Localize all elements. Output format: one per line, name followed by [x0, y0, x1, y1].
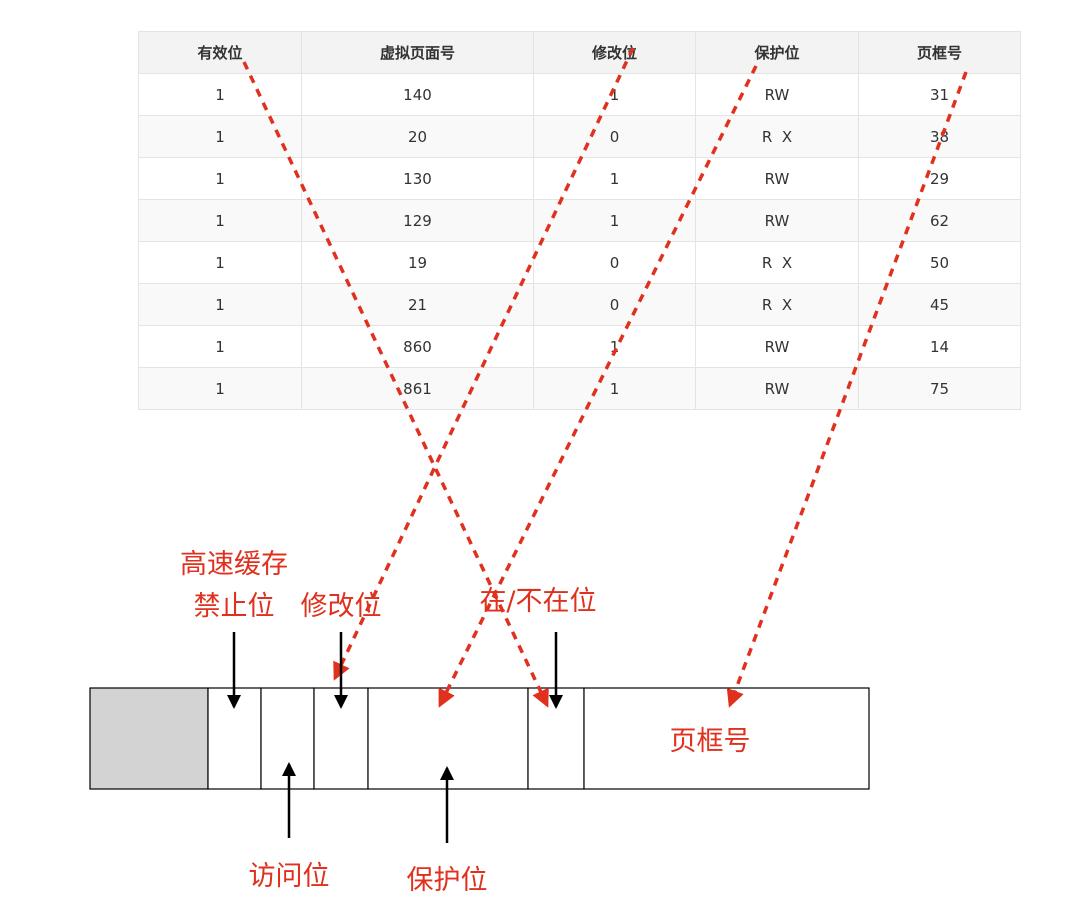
table-row: 1 129 1 RW 62: [138, 199, 1021, 242]
valid-bit-to-present-arrow: [242, 61, 549, 708]
cell-valid: 1: [138, 115, 302, 158]
present-absent-label: 在/不在位: [479, 586, 596, 617]
table-row: 1 21 0 R X 45: [138, 283, 1021, 326]
reserved-field: [89, 687, 209, 790]
modified-label: 修改位: [301, 591, 382, 622]
field-pointers: [227, 632, 563, 843]
table-row: 1 140 1 RW 31: [138, 73, 1021, 116]
cell-virtual-page: 129: [301, 199, 534, 242]
cell-page-frame: 29: [858, 157, 1021, 200]
cell-virtual-page: 861: [301, 367, 534, 410]
cache-disable-label-line1: 高速缓存: [180, 549, 288, 580]
cell-protection: R X: [695, 241, 859, 284]
cell-protection: RW: [695, 199, 859, 242]
cell-modified: 0: [533, 241, 696, 284]
cell-virtual-page: 130: [301, 157, 534, 200]
cell-valid: 1: [138, 73, 302, 116]
cell-protection: RW: [695, 73, 859, 116]
cell-modified: 1: [533, 73, 696, 116]
cell-page-frame: 31: [858, 73, 1021, 116]
entry-bar: [89, 687, 870, 790]
cell-modified: 0: [533, 115, 696, 158]
cell-virtual-page: 140: [301, 73, 534, 116]
modified-bit-to-modified-field-arrow: [333, 47, 635, 681]
cell-protection: RW: [695, 157, 859, 200]
referenced-label: 访问位: [249, 861, 330, 892]
cell-virtual-page: 20: [301, 115, 534, 158]
cell-valid: 1: [138, 241, 302, 284]
referenced-field: [260, 687, 315, 790]
cell-page-frame: 62: [858, 199, 1021, 242]
page-frame-to-page-frame-field-arrow: [726, 71, 968, 708]
cell-virtual-page: 21: [301, 283, 534, 326]
cell-page-frame: 75: [858, 367, 1021, 410]
cell-valid: 1: [138, 325, 302, 368]
cell-modified: 0: [533, 283, 696, 326]
cell-modified: 1: [533, 157, 696, 200]
cell-page-frame: 50: [858, 241, 1021, 284]
cell-protection: RW: [695, 325, 859, 368]
cell-protection: RW: [695, 367, 859, 410]
cell-valid: 1: [138, 367, 302, 410]
cell-modified: 1: [533, 325, 696, 368]
table-row: 1 860 1 RW 14: [138, 325, 1021, 368]
table-row: 1 20 0 R X 38: [138, 115, 1021, 158]
table-row: 1 19 0 R X 50: [138, 241, 1021, 284]
page-frame-field: [583, 687, 870, 790]
mapping-arrows: [242, 47, 968, 708]
header-page-frame-number: 页框号: [858, 31, 1021, 74]
header-protection-bits: 保护位: [695, 31, 859, 74]
cell-modified: 1: [533, 199, 696, 242]
field-labels: 高速缓存 禁止位 修改位 在/不在位 页框号 访问位 保护位: [180, 549, 751, 896]
table-row: 1 861 1 RW 75: [138, 367, 1021, 410]
cell-valid: 1: [138, 283, 302, 326]
table-header-row: 有效位 虚拟页面号 修改位 保护位 页框号: [138, 31, 1021, 74]
cell-virtual-page: 860: [301, 325, 534, 368]
protection-label: 保护位: [407, 865, 488, 896]
header-valid-bit: 有效位: [138, 31, 302, 74]
cell-page-frame: 14: [858, 325, 1021, 368]
cache-disable-label-line2: 禁止位: [194, 591, 275, 622]
cell-valid: 1: [138, 199, 302, 242]
table-row: 1 130 1 RW 29: [138, 157, 1021, 200]
cell-modified: 1: [533, 367, 696, 410]
page-table: 有效位 虚拟页面号 修改位 保护位 页框号 1 140 1 RW 31 1 20…: [138, 31, 1021, 410]
cell-protection: R X: [695, 283, 859, 326]
page-frame-label: 页框号: [670, 726, 751, 757]
